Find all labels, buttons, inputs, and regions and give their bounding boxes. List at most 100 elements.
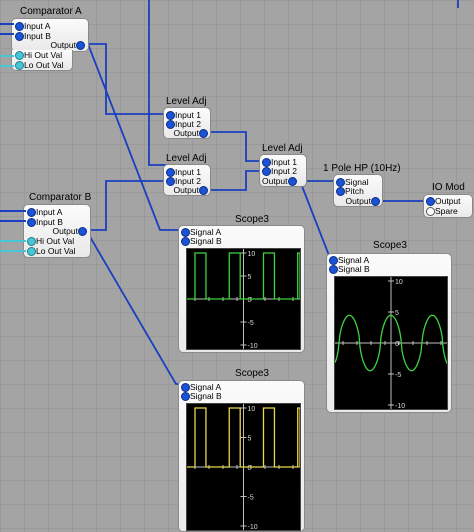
scope-tick-label: -5 (395, 372, 401, 379)
scope-2-signal-a[interactable]: Signal A (329, 255, 369, 265)
scope-tick-label: 5 (248, 436, 252, 443)
comparator-a-input-a[interactable]: Input A (15, 21, 50, 31)
scope-tick-label: -10 (248, 343, 258, 349)
level-adj-2-title: Level Adj (166, 153, 207, 164)
comparator-a-input-b[interactable]: Input B (15, 31, 51, 41)
level-adj-2-output[interactable]: Output (173, 185, 208, 195)
io-mod-output-port[interactable]: Output (426, 196, 461, 206)
scope-2-title: Scope3 (373, 240, 407, 251)
hp-filter-pitch[interactable]: Pitch (336, 186, 364, 196)
output-port-icon (287, 177, 297, 186)
level-adj-3-output[interactable]: Output (262, 176, 297, 186)
scope-tick-label: -5 (248, 495, 254, 502)
scope-tick-label: 0 (395, 341, 399, 348)
level-adj-1-output[interactable]: Output (173, 128, 208, 138)
input-port-icon (426, 207, 435, 216)
input-port-icon (15, 51, 24, 60)
input-port-icon (15, 22, 24, 31)
scope-3-title: Scope3 (235, 368, 269, 379)
input-port-icon (15, 61, 24, 70)
scope-1-signal-b[interactable]: Signal B (181, 236, 222, 246)
input-port-icon (27, 208, 36, 217)
scope-1-trace: 10 5 0 -5 -10 (187, 249, 300, 349)
lead-wire (0, 240, 26, 242)
level-adj-1-input-1[interactable]: Input 1 (166, 110, 201, 120)
io-mod-spare-port[interactable]: Spare (426, 206, 458, 216)
wire-levelB-levelC (206, 170, 262, 191)
lead-wire (0, 23, 14, 25)
scope-tick-label: 0 (248, 465, 252, 472)
scope-1-module[interactable]: Signal A Signal B 10 5 0 -5 -10 (178, 225, 305, 353)
comparator-b-module[interactable]: Input A Input B Output Hi Out Val Lo Out… (23, 204, 91, 258)
input-port-icon (329, 256, 338, 265)
comparator-a-title: Comparator A (20, 6, 82, 17)
scope-tick-label: -10 (395, 403, 405, 409)
scope-3-signal-a[interactable]: Signal A (181, 382, 221, 392)
wire-compA-levelA (88, 43, 168, 115)
output-port-icon (78, 227, 87, 236)
level-adj-2-input-2[interactable]: Input 2 (166, 176, 201, 186)
input-port-icon (336, 187, 345, 196)
level-adj-1-title: Level Adj (166, 96, 207, 107)
level-adj-1-input-2[interactable]: Input 2 (166, 119, 201, 129)
lead-wire (0, 55, 14, 57)
comparator-a-lo-out[interactable]: Lo Out Val (15, 60, 64, 70)
comparator-b-input-a[interactable]: Input A (27, 207, 62, 217)
lead-wire (0, 33, 14, 35)
input-port-icon (27, 218, 36, 227)
hp-filter-output[interactable]: Output (345, 196, 380, 206)
input-port-icon (426, 197, 435, 206)
input-port-icon (262, 158, 271, 167)
input-port-icon (181, 228, 190, 237)
wire-levelC-scope2 (299, 180, 331, 259)
comparator-b-lo-out[interactable]: Lo Out Val (27, 246, 76, 256)
scope-1-signal-a[interactable]: Signal A (181, 227, 221, 237)
level-adj-3-input-1[interactable]: Input 1 (262, 157, 297, 167)
comparator-a-hi-out[interactable]: Hi Out Val (15, 50, 62, 60)
level-adj-3-title: Level Adj (262, 143, 303, 154)
scope-1-title: Scope3 (235, 214, 269, 225)
input-port-icon (262, 167, 271, 176)
comparator-a-module[interactable]: Input A Input B Output (11, 18, 89, 52)
io-mod-title: IO Mod (432, 182, 465, 193)
scope-3-signal-b[interactable]: Signal B (181, 391, 222, 401)
io-mod-module[interactable]: Output Spare (423, 194, 473, 218)
scope-tick-label: 10 (248, 251, 256, 258)
comparator-a-output[interactable]: Output (50, 40, 85, 50)
comparator-b-output[interactable]: Output (52, 226, 87, 236)
level-adj-2-input-1[interactable]: Input 1 (166, 167, 201, 177)
output-port-icon (371, 197, 380, 206)
input-port-icon (27, 237, 36, 246)
scope-signal-trace (335, 314, 447, 372)
scope-2-signal-b[interactable]: Signal B (329, 264, 370, 274)
scope-tick-label: 0 (248, 297, 252, 304)
level-adj-3-module[interactable]: Input 1 Input 2 Output (259, 154, 307, 187)
comparator-b-input-b[interactable]: Input B (27, 217, 63, 227)
lead-wire (0, 210, 26, 212)
scope-tick-label: 5 (248, 274, 252, 281)
input-port-icon (181, 237, 190, 246)
input-port-icon (15, 32, 24, 41)
level-adj-1-module[interactable]: Input 1 Input 2 Output (163, 107, 211, 139)
level-adj-3-input-2[interactable]: Input 2 (262, 166, 297, 176)
hp-filter-module[interactable]: Signal Pitch Output (333, 174, 383, 207)
comparator-b-title: Comparator B (29, 192, 92, 203)
comparator-b-hi-out[interactable]: Hi Out Val (27, 236, 74, 246)
wire-compB-levelB (86, 180, 168, 231)
output-port-icon (199, 186, 208, 195)
wire-levelA-levelC (206, 131, 262, 162)
wire-compA-scope1 (87, 43, 181, 231)
input-port-icon (329, 265, 338, 274)
hp-filter-signal[interactable]: Signal (336, 177, 369, 187)
scope-signal-trace (187, 252, 300, 300)
scope-tick-label: 10 (248, 406, 256, 413)
scope-signal-trace (187, 407, 300, 468)
scope-tick-label: -5 (248, 320, 254, 327)
comparator-a-leads[interactable]: Hi Out Val Lo Out Val (11, 50, 73, 71)
level-adj-2-module[interactable]: Input 1 Input 2 Output (163, 164, 211, 196)
